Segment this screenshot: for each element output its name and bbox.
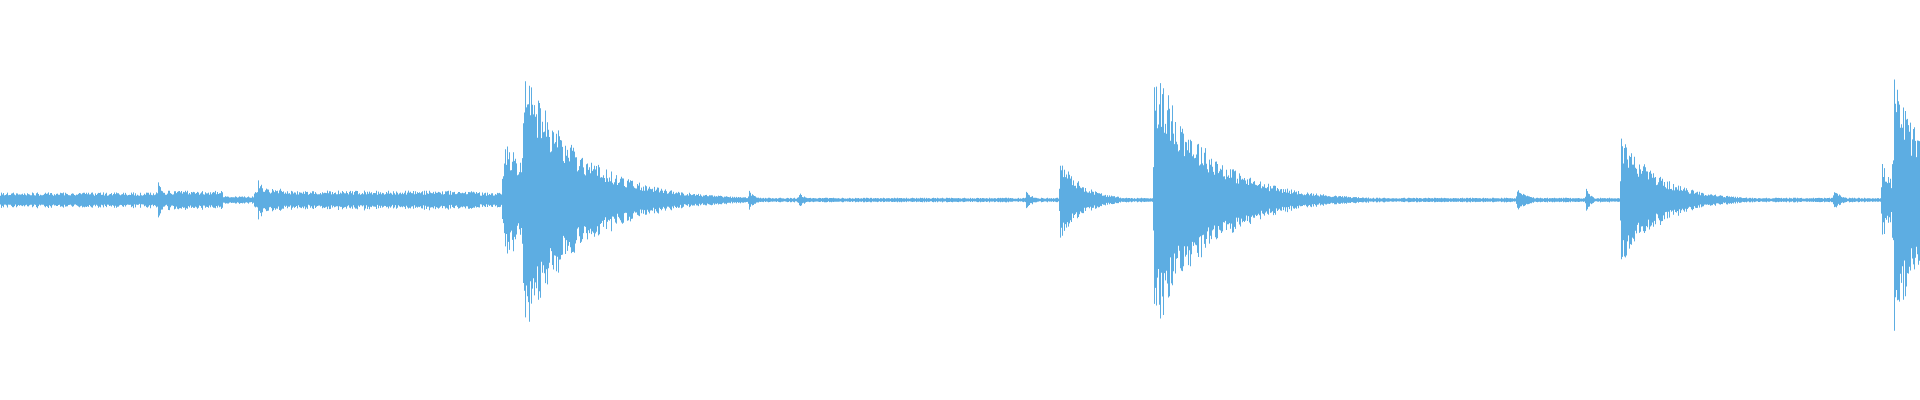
waveform-signal: [0, 79, 1920, 331]
waveform-bars: [0, 79, 1920, 331]
